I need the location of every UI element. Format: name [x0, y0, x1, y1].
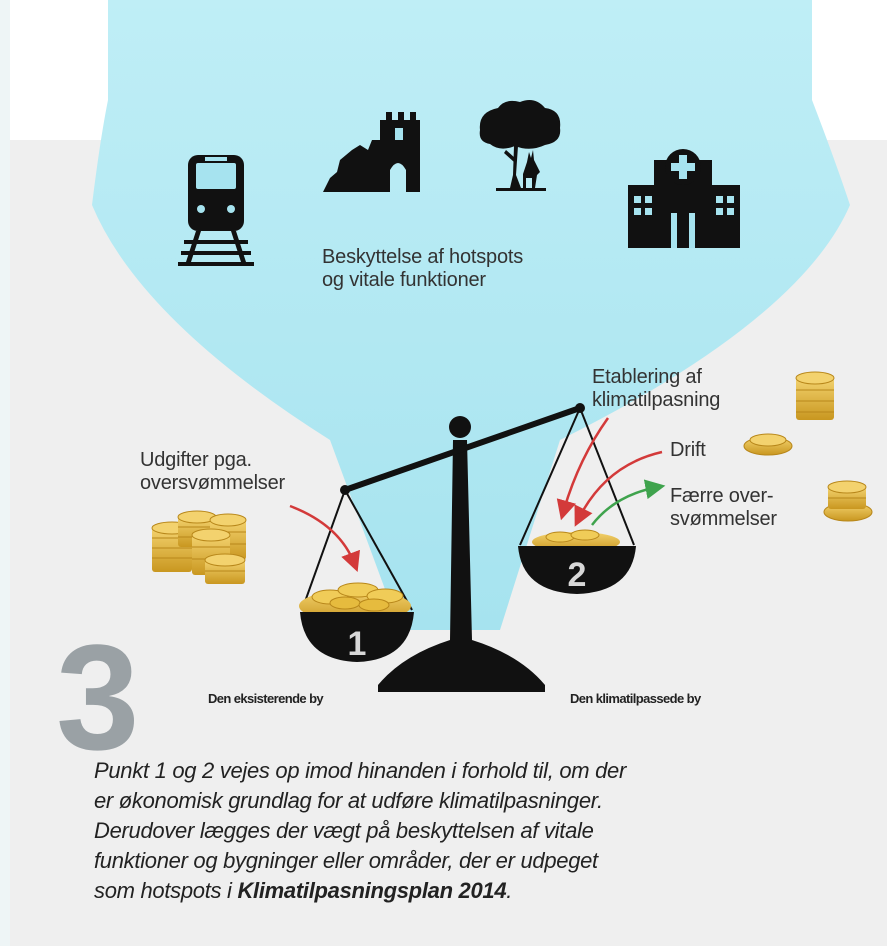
plan-title: Klimatilpasningsplan 2014	[237, 878, 507, 903]
caption-line-3: Derudover lægges der vægt på beskyttelse…	[94, 818, 594, 843]
fewer-floods-line-2: svømmelser	[670, 508, 777, 530]
drift-label: Drift	[670, 439, 706, 461]
right-pan-strings	[519, 407, 635, 546]
tree-deer-icon	[479, 100, 561, 191]
left-red-arrow	[289, 504, 360, 573]
etablering-line-2: klimatilpasning	[592, 389, 721, 411]
fewer-green-arrow	[591, 479, 666, 526]
caption: Punkt 1 og 2 vejes op imod hinanden i fo…	[94, 756, 854, 906]
etablering-red-arrow	[556, 417, 610, 521]
scale-stand	[378, 416, 545, 692]
caption-line-5-prefix: som hotspots i	[94, 878, 238, 903]
caption-line-5-suffix: .	[506, 878, 513, 903]
step-number: 3	[56, 613, 140, 781]
left-cost-label: Udgifter pga. oversvømmelser	[140, 449, 285, 495]
castle-icon	[323, 112, 420, 192]
etablering-label: Etablering af klimatilpasning	[592, 366, 720, 412]
coin-stack-drift	[743, 433, 793, 456]
fewer-floods-label: Færre over- svømmelser	[670, 485, 777, 531]
coin-stack-fewer	[823, 480, 873, 522]
coins-icon	[151, 510, 247, 584]
protection-label: Beskyttelse af hotspots og vitale funkti…	[322, 246, 523, 292]
coin-stack-etablering	[795, 371, 835, 420]
pan-2-number: 2	[568, 556, 587, 594]
left-pan	[300, 612, 414, 662]
caption-line-5: som hotspots i Klimatilpasningsplan 2014…	[94, 876, 854, 906]
scale-beam	[342, 405, 583, 493]
left-city-label: Den eksisterende by	[208, 691, 324, 706]
right-pan	[518, 546, 636, 594]
train-icon	[178, 155, 254, 266]
protection-line-2: og vitale funktioner	[322, 269, 486, 291]
pan-1-number: 1	[348, 625, 367, 663]
caption-line-4: funktioner og bygninger eller områder, d…	[94, 848, 598, 873]
left-cost-line-1: Udgifter pga.	[140, 449, 252, 471]
fewer-floods-line-1: Færre over-	[670, 485, 774, 507]
etablering-line-1: Etablering af	[592, 366, 702, 388]
left-pan-strings	[301, 489, 413, 611]
protection-line-1: Beskyttelse af hotspots	[322, 246, 524, 268]
hospital-icon	[628, 149, 740, 248]
caption-line-2: er økonomisk grundlag for at udføre klim…	[94, 788, 603, 813]
drift-red-arrow	[574, 450, 663, 527]
left-cost-line-2: oversvømmelser	[140, 472, 285, 494]
caption-line-1: Punkt 1 og 2 vejes op imod hinanden i fo…	[94, 758, 627, 783]
protection-beam	[92, 0, 850, 630]
right-city-label: Den klimatilpassede by	[570, 691, 701, 706]
